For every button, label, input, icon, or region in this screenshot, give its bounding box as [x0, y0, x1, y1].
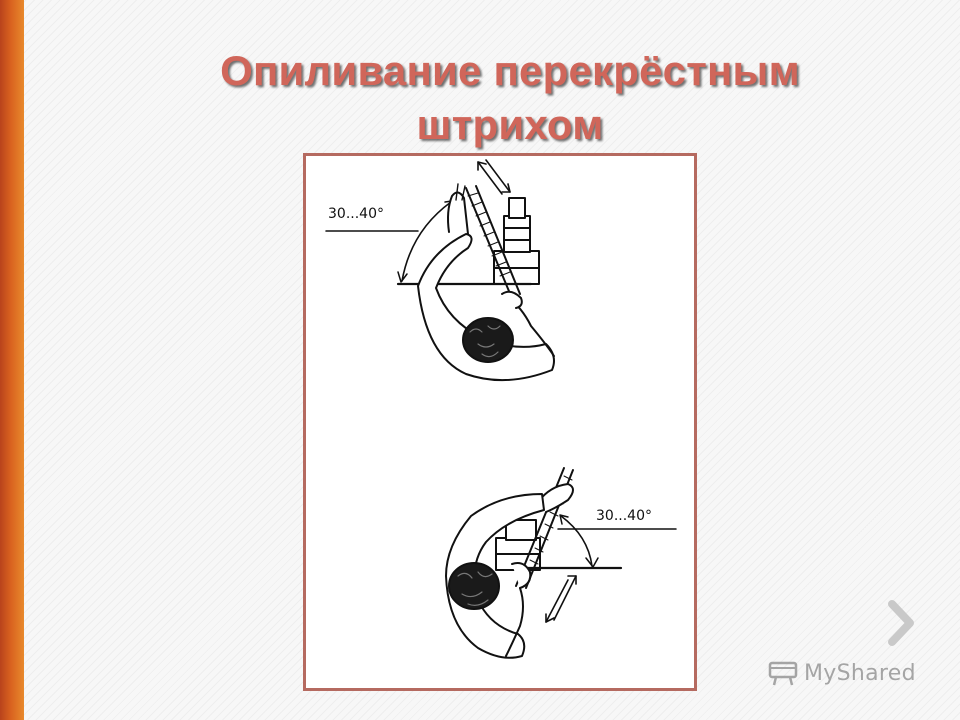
bottom-angle-label: 30...40° [596, 508, 652, 524]
watermark-logo: MyShared [768, 656, 916, 690]
bottom-vise [495, 519, 541, 571]
slide-title: Опиливание перекрёстным штрихом [220, 47, 800, 148]
watermark-text: MyShared [804, 660, 916, 686]
top-figure: 30...40° [325, 159, 555, 382]
top-motion-arrows [477, 159, 511, 195]
top-angle-label: 30...40° [328, 206, 384, 222]
top-file [465, 185, 521, 297]
bottom-motion-arrows [545, 575, 577, 623]
logo-icon [768, 661, 798, 686]
filing-illustration: 30...40° [325, 159, 677, 659]
chevron-right-icon[interactable] [884, 598, 918, 648]
top-vise [493, 197, 540, 285]
bottom-figure: 30...40° [445, 467, 677, 659]
figure-frame: 30...40° [303, 153, 697, 691]
side-accent-bar [0, 0, 24, 720]
